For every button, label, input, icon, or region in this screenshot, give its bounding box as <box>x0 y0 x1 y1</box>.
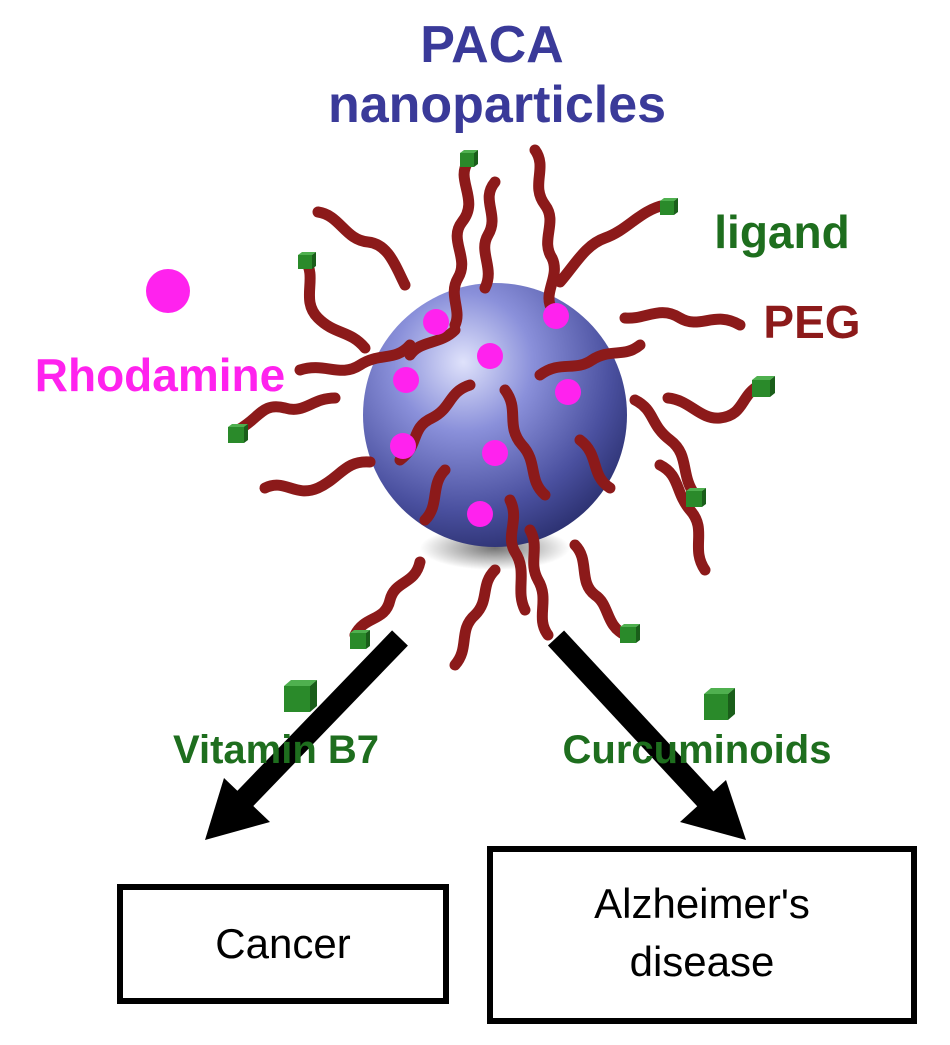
ligand-cube <box>228 424 248 443</box>
ligand-cubes <box>228 150 775 720</box>
rhodamine-dots <box>390 303 581 527</box>
rhodamine-label: Rhodamine <box>35 349 285 401</box>
rhodamine-dot <box>477 343 503 369</box>
rhodamine-dot <box>393 367 419 393</box>
title-line-2: nanoparticles <box>328 76 666 134</box>
rhodamine-dot <box>423 309 449 335</box>
arrow-to-alzheimers <box>547 630 746 840</box>
peg-chain <box>662 379 766 424</box>
curcuminoids-label: Curcuminoids <box>563 728 832 772</box>
arrow-to-cancer <box>205 630 408 840</box>
rhodamine-dot <box>555 379 581 405</box>
peg-chain <box>232 392 341 436</box>
peg-chain <box>529 144 560 311</box>
peg-label: PEG <box>763 296 860 348</box>
alzheimers-box: Alzheimer's disease <box>487 846 917 1024</box>
rhodamine-dot <box>543 303 569 329</box>
cancer-box: Cancer <box>117 884 449 1004</box>
peg-chain <box>404 324 461 361</box>
ligand-cube <box>660 198 678 215</box>
peg-chain <box>654 459 711 576</box>
peg-chain <box>312 206 411 291</box>
rhodamine-dot <box>482 440 508 466</box>
alzheimers-label-line-1: Alzheimer's <box>594 880 810 927</box>
peg-chain <box>479 176 501 294</box>
peg-chain <box>504 494 531 616</box>
ligand-cube <box>298 252 316 269</box>
peg-chain <box>259 456 376 497</box>
peg-chain <box>499 384 551 501</box>
ligand-cube <box>350 630 370 649</box>
rhodamine-dot <box>467 501 493 527</box>
ligand-cube <box>686 488 706 507</box>
ligand-cube <box>620 624 640 643</box>
peg-chain <box>524 524 554 641</box>
peg-chain <box>534 339 646 381</box>
ligand-cube <box>752 376 775 397</box>
peg-chain <box>629 394 701 501</box>
cancer-label: Cancer <box>215 920 350 967</box>
rhodamine-free-dot <box>146 269 190 313</box>
peg-chain <box>419 464 451 526</box>
peg-chain <box>349 556 426 641</box>
peg-chain <box>449 564 501 671</box>
peg-chains <box>232 144 766 671</box>
ligand-cube-large <box>704 688 735 720</box>
vitamin-b7-label: Vitamin B7 <box>173 728 379 772</box>
peg-chain <box>619 307 746 331</box>
peg-chain <box>294 339 416 376</box>
rhodamine-dot <box>390 433 416 459</box>
ligand-cube-large <box>284 680 317 712</box>
peg-chain <box>554 199 671 288</box>
peg-chain <box>448 156 475 331</box>
peg-chain <box>569 539 631 641</box>
ligand-cube <box>460 150 478 167</box>
title-line-1: PACA <box>420 16 563 74</box>
peg-chain <box>299 254 371 354</box>
nanoparticle-sphere <box>363 283 627 547</box>
peg-chain <box>574 434 616 494</box>
ligand-label: ligand <box>714 206 849 258</box>
alzheimers-label-line-2: disease <box>630 938 775 985</box>
